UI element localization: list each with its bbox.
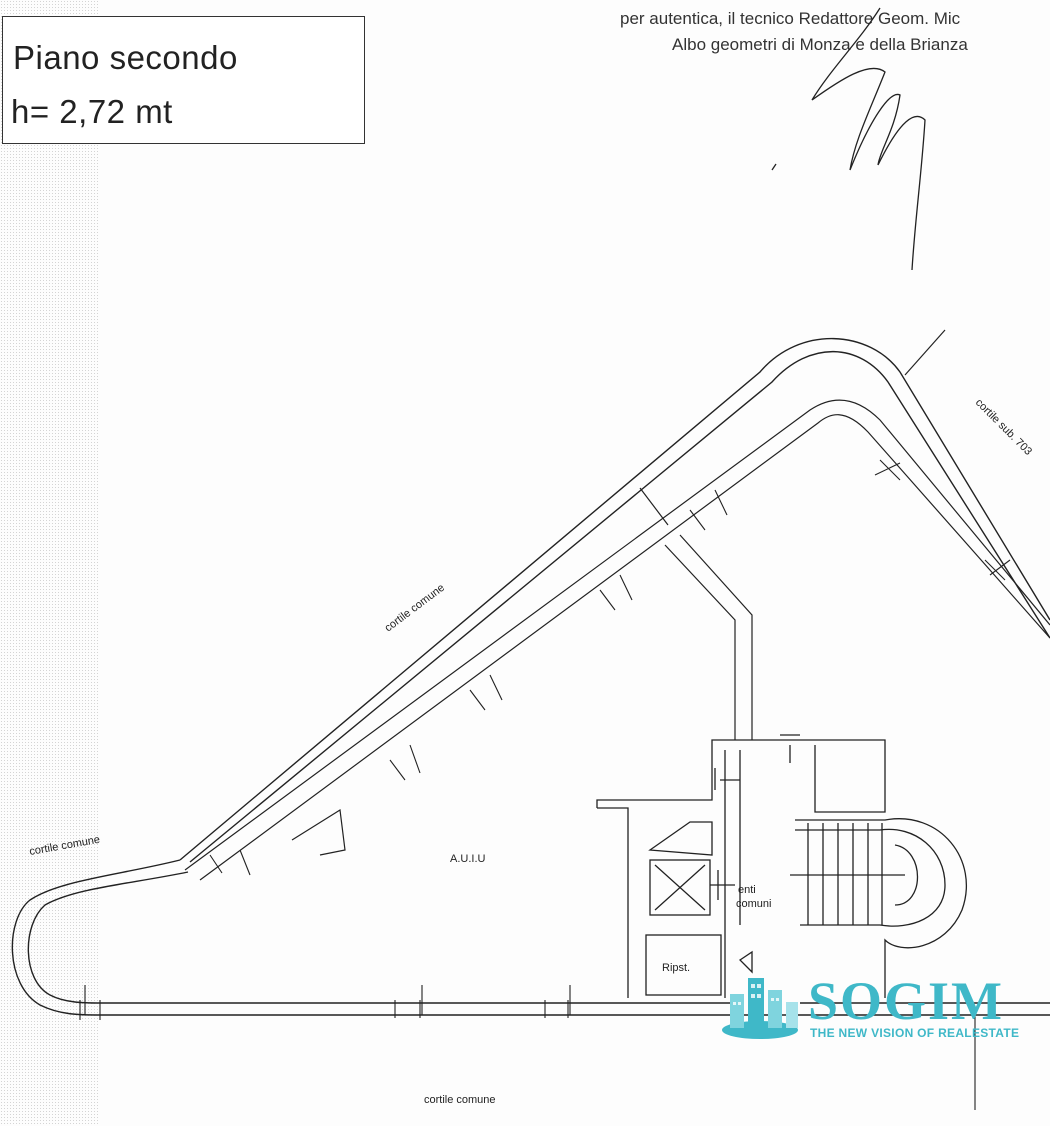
courtyard-label-left: cortile comune — [28, 834, 101, 858]
scan-texture — [0, 0, 100, 1126]
logo-tagline: THE NEW VISION OF REALESTATE — [810, 1026, 1020, 1040]
courtyard-label-bottom: cortile comune — [424, 1094, 496, 1106]
outer-walls — [11, 337, 1050, 1016]
window-marks — [79, 459, 1011, 1110]
core-block — [596, 734, 967, 998]
logo-wordmark: SOGIM — [808, 971, 1005, 1031]
common-areas-label-1: enti — [738, 884, 756, 896]
authentication-note: per autentica, il tecnico Redattore Geom… — [620, 6, 1050, 58]
ceiling-height-label: h= 2,72 mt — [11, 93, 173, 130]
authentication-line-2: Albo geometri di Monza e della Brianza — [672, 35, 968, 54]
sogim-logo[interactable]: SOGIM THE NEW VISION OF REALESTATE — [720, 971, 1030, 1044]
courtyard-sub-label: cortile sub. 703 — [973, 397, 1034, 458]
inner-walls — [184, 329, 1050, 881]
courtyard-label-top: cortile comune — [383, 582, 447, 635]
signature — [771, 7, 926, 271]
common-areas-label-2: comuni — [736, 898, 771, 910]
authentication-line-1: per autentica, il tecnico Redattore Geom… — [620, 9, 961, 28]
unit-label: A.U.I.U — [450, 853, 486, 865]
storage-label: Ripst. — [662, 962, 690, 974]
floor-title-box: Piano secondo h= 2,72 mt — [2, 16, 365, 144]
logo-mark-icon — [722, 978, 798, 1039]
floor-title: Piano secondo — [13, 39, 238, 76]
